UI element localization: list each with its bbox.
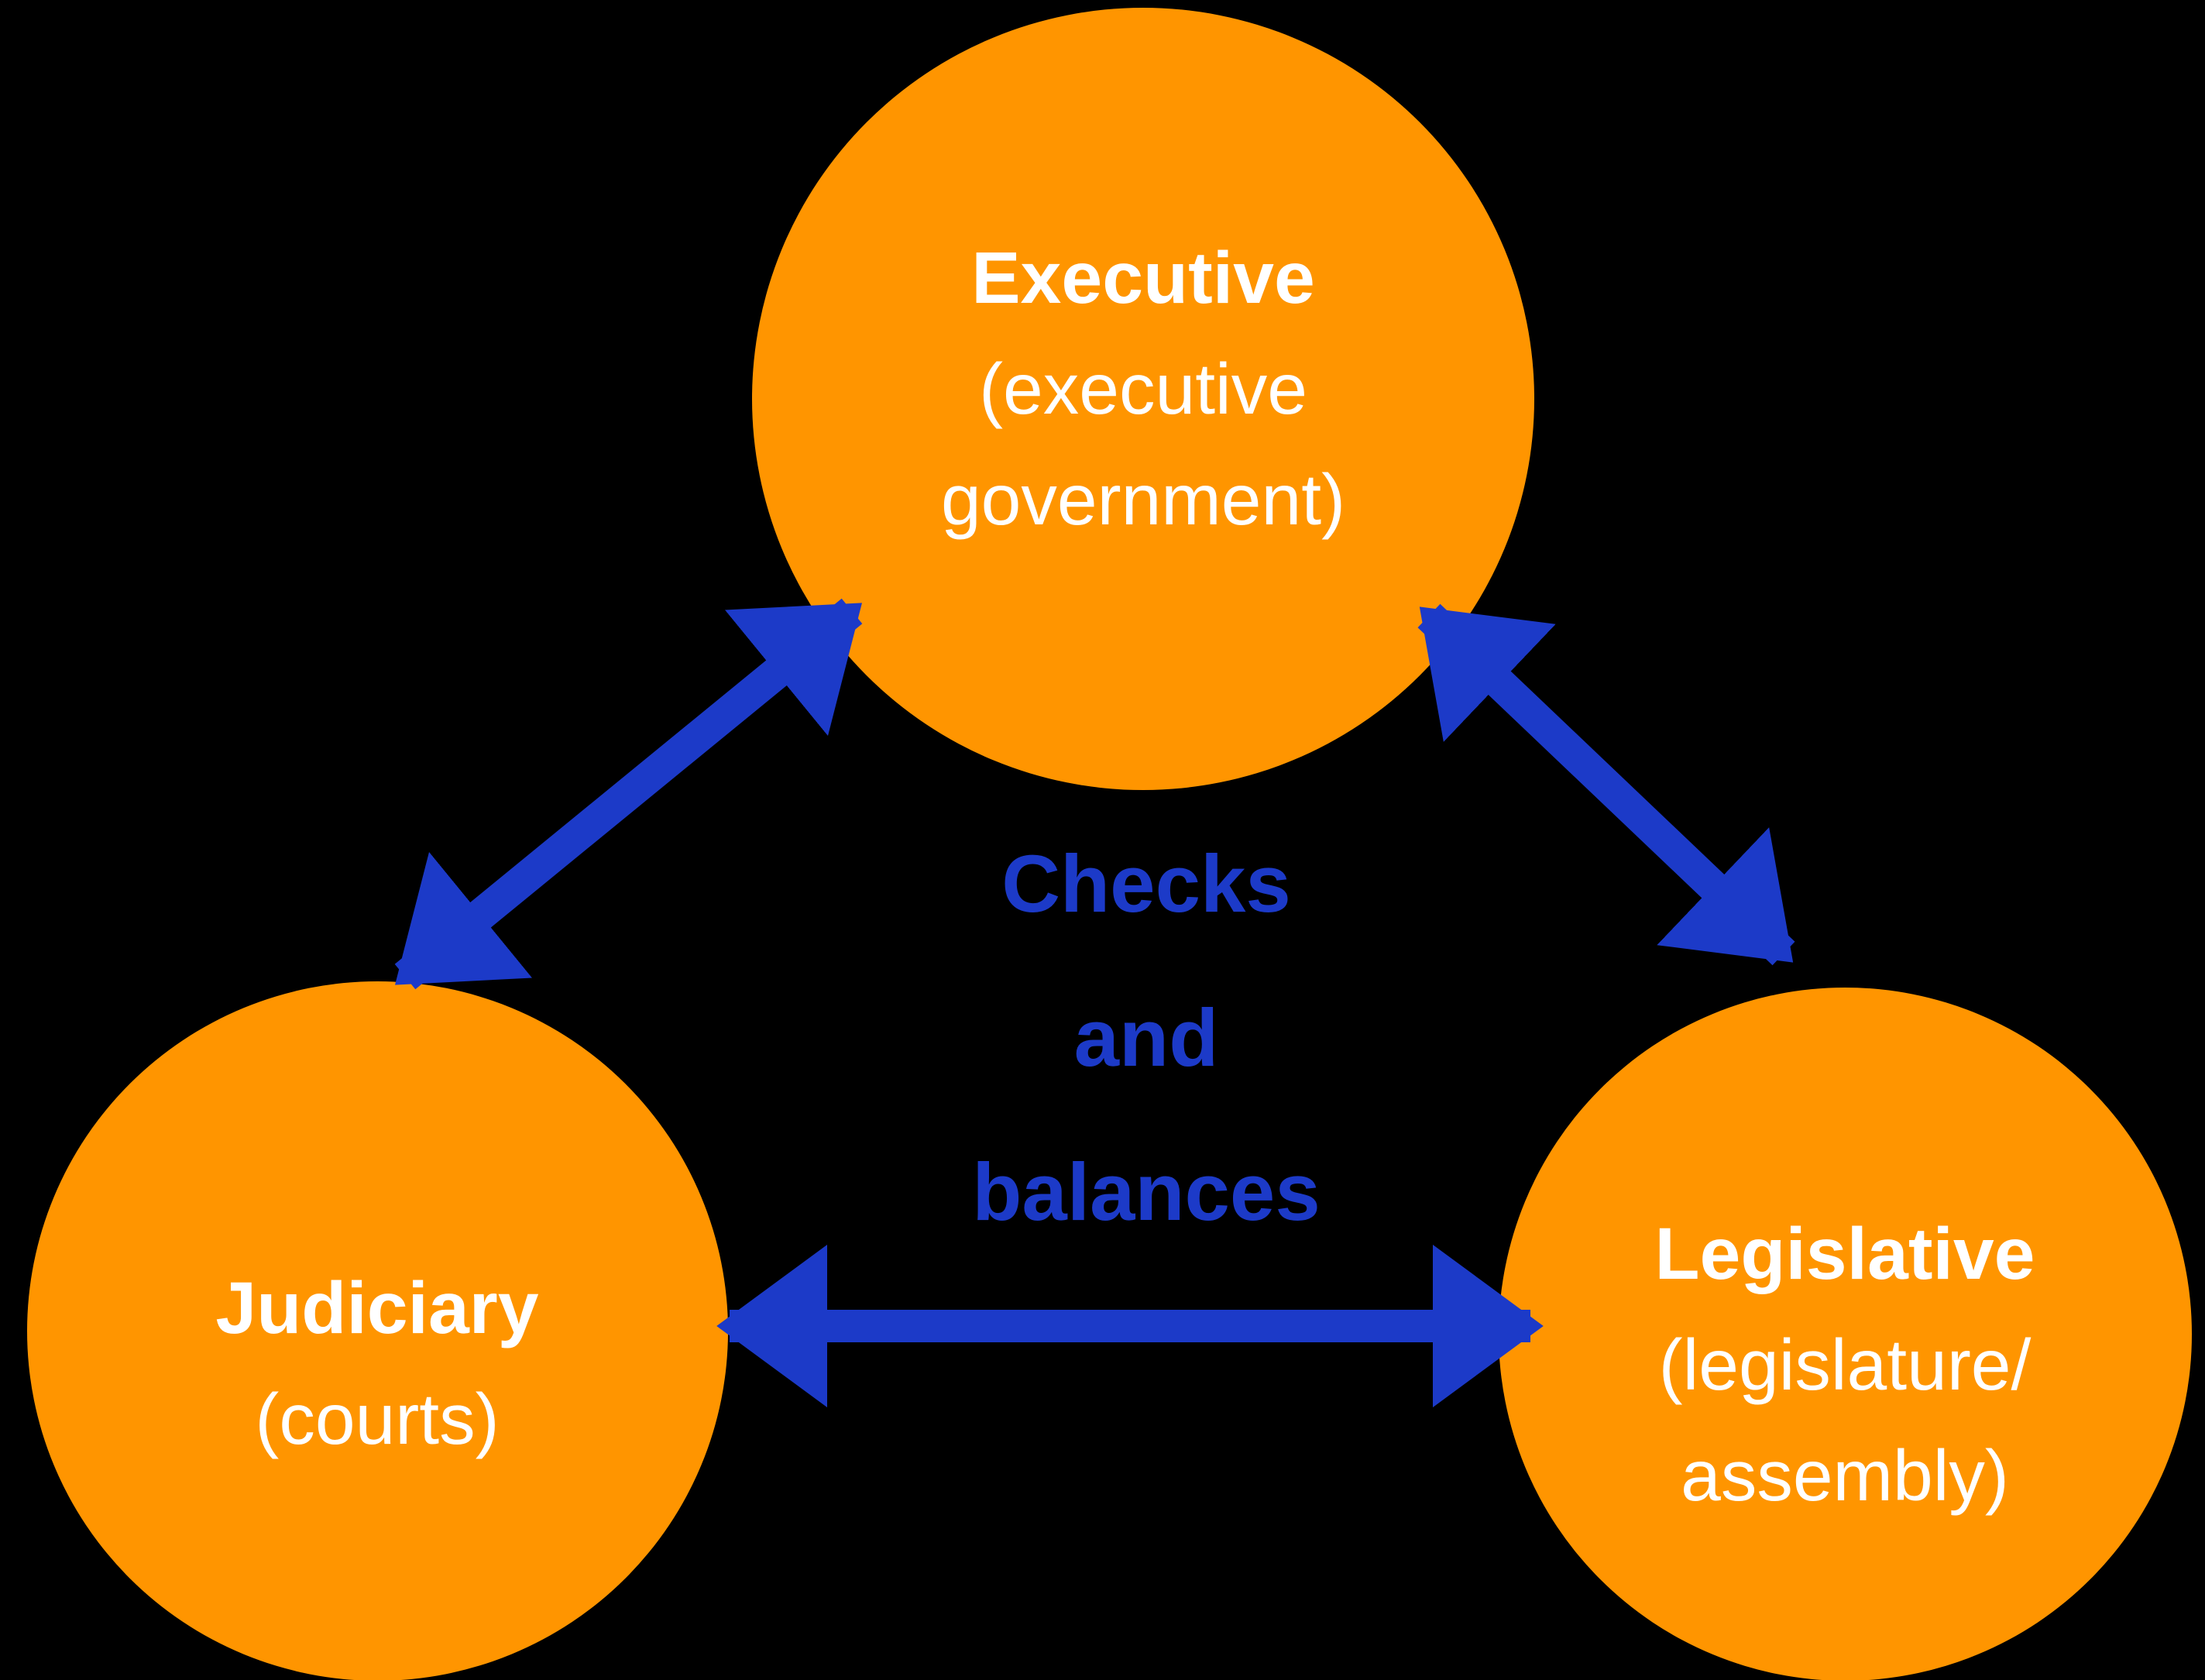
arrow-executive-legislative xyxy=(1417,603,1795,966)
center-label-line3: balances xyxy=(972,1147,1321,1238)
executive-subtitle-line1: (executive xyxy=(979,349,1307,429)
executive-circle xyxy=(752,8,1534,790)
center-label-checks-and-balances: Checks and balances xyxy=(875,807,1417,1269)
legislative-circle xyxy=(1499,988,2192,1680)
judiciary-label: Judiciary (courts) xyxy=(60,1253,695,1475)
legislative-subtitle-line2: assembly) xyxy=(1681,1435,2009,1516)
legislative-subtitle-line1: (legislature/ xyxy=(1658,1324,2032,1405)
center-label-line2: and xyxy=(1073,993,1219,1084)
executive-label: Executive (executive government) xyxy=(826,223,1461,555)
judiciary-circle xyxy=(27,981,728,1680)
executive-title: Executive xyxy=(971,237,1315,319)
arrow-judiciary-executive xyxy=(394,598,863,990)
judiciary-subtitle-line1: (courts) xyxy=(255,1379,500,1459)
legislative-label: Legislative (legislature/ assembly) xyxy=(1527,1199,2162,1531)
legislative-title: Legislative xyxy=(1654,1213,2035,1295)
executive-subtitle-line2: government) xyxy=(940,459,1346,540)
judiciary-title: Judiciary xyxy=(215,1267,539,1349)
center-label-line1: Checks xyxy=(1001,839,1291,929)
